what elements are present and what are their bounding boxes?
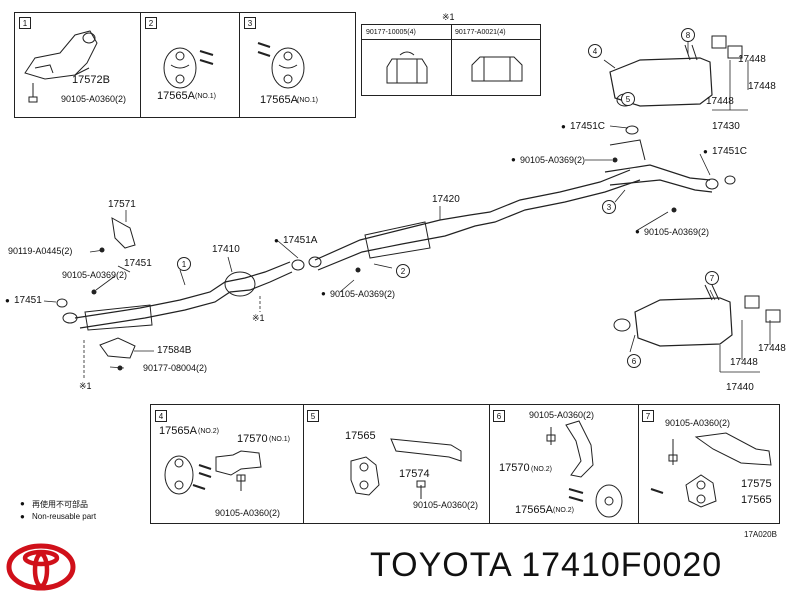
part-label-17575: 17575	[741, 478, 772, 490]
bullet-icon: ●	[511, 155, 516, 164]
nut-label-left: 90177-10005(4)	[366, 29, 416, 36]
callout-circle-3: 3	[602, 200, 616, 214]
part-label-17565: 17565	[741, 494, 772, 506]
legend-text-en: Non-reusable part	[32, 512, 97, 521]
part-label-17565a: 17565A	[515, 504, 553, 516]
part-note: (NO.1)	[297, 97, 318, 104]
non-reusable-mark: ※1	[252, 313, 265, 323]
callout-circle-7: 7	[705, 271, 719, 285]
callout-box-4-7-art	[164, 420, 772, 518]
part-label-17565: 17565	[345, 430, 376, 442]
part-label-17565a: 17565A	[260, 94, 298, 106]
bullet-icon: ●	[5, 296, 10, 305]
legend-bullet-icon: ●	[20, 512, 25, 521]
part-note: (NO.2)	[198, 428, 219, 435]
callout-number-1: 1	[19, 17, 31, 29]
part-label-17448: 17448	[730, 357, 758, 368]
part-label-17584b: 17584B	[157, 345, 192, 356]
callout-box-4-7: 4 5 6 7 17565A (N	[150, 404, 780, 524]
bullet-icon: ●	[321, 289, 326, 298]
divider	[303, 405, 304, 523]
bullet-icon: ●	[703, 147, 708, 156]
part-number: 17410F0020	[521, 546, 723, 584]
divider	[239, 13, 240, 117]
part-label-17565a: 17565A	[159, 425, 197, 437]
divider	[489, 405, 490, 523]
callout-box-1-3: 1 2 3 17572B 90105-A0360(2) 17565A (NO.1…	[14, 12, 356, 118]
nut-label-right: 90177-A0021(4)	[455, 29, 506, 36]
bolt-label: 90105-A0360(2)	[61, 94, 127, 104]
divider	[140, 13, 141, 117]
diagram-code: 17A020B	[744, 530, 777, 539]
nut-box: 90177-10005(4) 90177-A0021(4)	[361, 24, 541, 96]
part-label-17451a: 17451A	[283, 235, 318, 246]
bolt-label-90105: 90105-A0369(2)	[62, 270, 128, 280]
part-label-17572b: 17572B	[72, 74, 110, 86]
part-label-17430: 17430	[712, 121, 740, 132]
callout-circle-1: 1	[177, 257, 191, 271]
callout-number-3: 3	[244, 17, 256, 29]
divider	[451, 25, 452, 95]
callout-circle-8: 8	[681, 28, 695, 42]
part-label-17574: 17574	[399, 468, 430, 480]
bolt-label: 90105-A0360(2)	[215, 508, 281, 518]
legend-text-jp: 再使用不可部品	[32, 500, 88, 509]
callout-circle-4: 4	[588, 44, 602, 58]
callout-number-4: 4	[155, 410, 167, 422]
brand-name: TOYOTA	[370, 546, 511, 584]
part-label-17410: 17410	[212, 244, 240, 255]
part-label-17440: 17440	[726, 382, 754, 393]
part-label-17451c: 17451C	[570, 121, 606, 132]
non-reusable-mark: ※1	[79, 381, 92, 391]
part-label-17451c: 17451C	[712, 146, 748, 157]
callout-number-5: 5	[307, 410, 319, 422]
nut-icons	[386, 51, 523, 84]
bolt-label-90119: 90119-A0445(2)	[8, 246, 73, 256]
callout-number-7: 7	[642, 410, 654, 422]
part-label-17448: 17448	[758, 343, 786, 354]
part-label-17451: 17451	[14, 295, 42, 306]
part-label-17448: 17448	[738, 54, 766, 65]
toyota-logo-icon	[6, 543, 76, 591]
bullet-icon: ●	[561, 122, 566, 131]
bolt-label-90105: 90105-A0369(2)	[520, 155, 586, 165]
bolt-label-90105: 90105-A0369(2)	[644, 227, 710, 237]
bolt-label-90105: 90105-A0369(2)	[330, 289, 396, 299]
callout-circle-2: 2	[396, 264, 410, 278]
nut-box-mark: ※1	[442, 12, 455, 22]
callout-number-6: 6	[493, 410, 505, 422]
callout-box-1-3-art	[24, 30, 305, 103]
callout-circle-5: 5	[621, 92, 635, 106]
bolt-label: 90105-A0360(2)	[665, 418, 731, 428]
part-note: (NO.1)	[269, 436, 290, 443]
divider	[638, 405, 639, 523]
part-label-17448: 17448	[706, 96, 734, 107]
bullet-icon: ●	[635, 227, 640, 236]
divider	[362, 39, 540, 40]
bolt-label: 90105-A0360(2)	[529, 410, 595, 420]
bullet-icon: ●	[274, 236, 279, 245]
part-label-17565a: 17565A	[157, 90, 195, 102]
bolt-label: 90105-A0360(2)	[413, 500, 479, 510]
callout-number-2: 2	[145, 17, 157, 29]
brand-part-number: TOYOTA 17410F0020	[370, 546, 722, 585]
part-note: (NO.2)	[531, 466, 552, 473]
part-label-17448: 17448	[748, 81, 776, 92]
part-note: (NO.2)	[553, 507, 574, 514]
part-note: (NO.1)	[195, 93, 216, 100]
part-label-17451: 17451	[124, 258, 152, 269]
callout-circle-6: 6	[627, 354, 641, 368]
part-label-17571: 17571	[108, 199, 136, 210]
nut-label-90177: 90177-08004(2)	[143, 363, 208, 373]
part-label-17570: 17570	[237, 433, 268, 445]
part-label-17420: 17420	[432, 194, 460, 205]
part-label-17570: 17570	[499, 462, 530, 474]
legend-bullet-icon: ●	[20, 499, 25, 508]
